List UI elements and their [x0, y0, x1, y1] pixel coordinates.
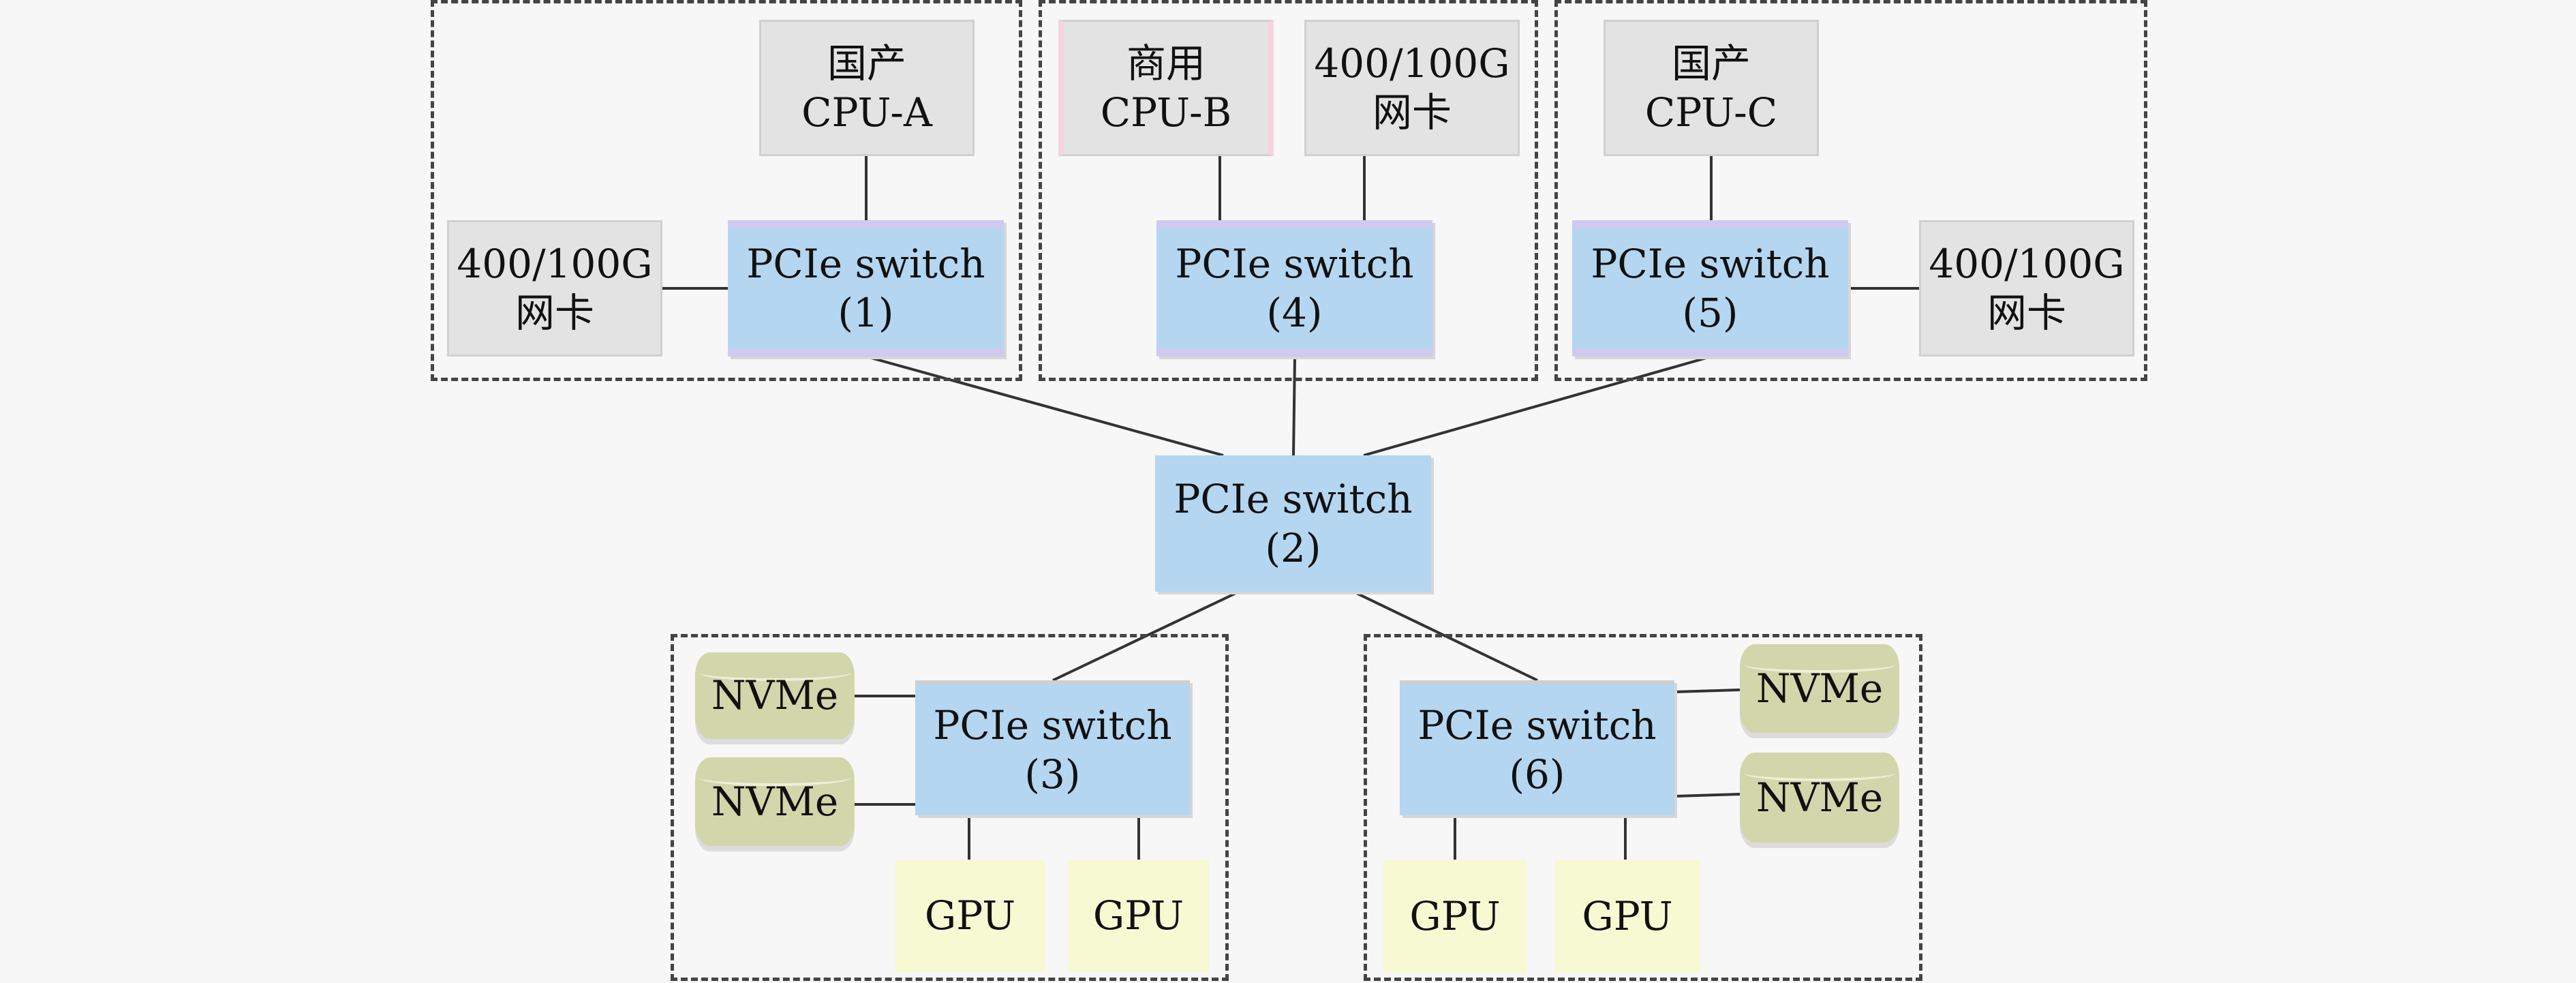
pcie-switch-2: PCIe switch (2) — [1155, 455, 1431, 592]
switch-4-number: (4) — [1266, 290, 1323, 336]
switch-6-label: PCIe switch — [1417, 701, 1657, 748]
gpu-4-label: GPU — [1582, 892, 1673, 939]
nic-a-node: 400/100G 网卡 — [447, 220, 662, 357]
cpu-b-origin: 商用 — [1126, 40, 1206, 87]
group-storage-right — [1364, 634, 1922, 981]
gpu-3-label: GPU — [1409, 892, 1501, 939]
edge-switch-6-nvme-3 — [1674, 689, 1741, 693]
cpu-b-label: CPU-B — [1100, 89, 1232, 136]
cpu-a-label: CPU-A — [801, 89, 932, 136]
nvme-4-label: NVMe — [1755, 774, 1884, 821]
cpu-a-origin: 国产 — [827, 40, 906, 87]
nic-b-label: 网卡 — [1372, 89, 1452, 136]
switch-3-label: PCIe switch — [933, 701, 1172, 748]
switch-3-number: (3) — [1024, 751, 1081, 798]
nic-c-node: 400/100G 网卡 — [1919, 220, 2134, 357]
nvme-4-drive: NVMe — [1740, 753, 1899, 848]
cpu-c-label: CPU-C — [1644, 89, 1778, 136]
group-a — [431, 0, 1022, 381]
group-storage-left — [671, 634, 1229, 981]
cpu-a-node: 国产 CPU-A — [759, 20, 975, 156]
nic-a-speed: 400/100G — [457, 240, 653, 287]
cpu-c-node: 国产 CPU-C — [1604, 20, 1819, 156]
cpu-c-origin: 国产 — [1671, 40, 1751, 87]
nvme-3-drive: NVMe — [1740, 644, 1899, 738]
nvme-1-label: NVMe — [711, 672, 839, 719]
nvme-1-drive: NVMe — [695, 652, 855, 744]
edge-switch-4-switch-2 — [1292, 356, 1296, 456]
switch-5-label: PCIe switch — [1591, 240, 1830, 287]
edge-switch-5-switch-2 — [1363, 355, 1712, 457]
edge-switch-1-switch-2 — [865, 355, 1224, 457]
group-b — [1039, 0, 1538, 381]
pcie-switch-3: PCIe switch (3) — [915, 680, 1190, 815]
switch-4-label: PCIe switch — [1175, 240, 1414, 287]
nvme-3-label: NVMe — [1755, 665, 1884, 712]
nvme-2-drive: NVMe — [695, 757, 855, 851]
nic-b-node: 400/100G 网卡 — [1304, 20, 1520, 156]
gpu-1-label: GPU — [924, 892, 1016, 939]
nic-c-label: 网卡 — [1987, 290, 2066, 336]
gpu-2-node: GPU — [1068, 860, 1209, 972]
gpu-1-node: GPU — [895, 860, 1045, 972]
gpu-4-node: GPU — [1554, 860, 1700, 973]
pcie-switch-4: PCIe switch (4) — [1156, 220, 1432, 357]
cpu-b-node: 商用 CPU-B — [1058, 20, 1274, 156]
pcie-switch-1: PCIe switch (1) — [728, 220, 1004, 357]
switch-6-number: (6) — [1509, 751, 1565, 798]
nic-c-speed: 400/100G — [1929, 240, 2125, 287]
nvme-2-label: NVMe — [711, 778, 839, 825]
gpu-2-label: GPU — [1092, 892, 1184, 939]
switch-1-number: (1) — [838, 290, 894, 336]
gpu-3-node: GPU — [1383, 860, 1527, 973]
switch-5-number: (5) — [1682, 290, 1738, 336]
pcie-switch-6: PCIe switch (6) — [1400, 680, 1674, 815]
nic-b-speed: 400/100G — [1314, 40, 1510, 87]
group-c — [1554, 0, 2147, 381]
nic-a-label: 网卡 — [515, 290, 594, 336]
switch-2-label: PCIe switch — [1174, 475, 1413, 522]
edge-switch-6-nvme-4 — [1674, 793, 1741, 798]
switch-2-number: (2) — [1265, 525, 1321, 571]
switch-1-label: PCIe switch — [746, 240, 985, 287]
pcie-switch-5: PCIe switch (5) — [1572, 220, 1848, 357]
